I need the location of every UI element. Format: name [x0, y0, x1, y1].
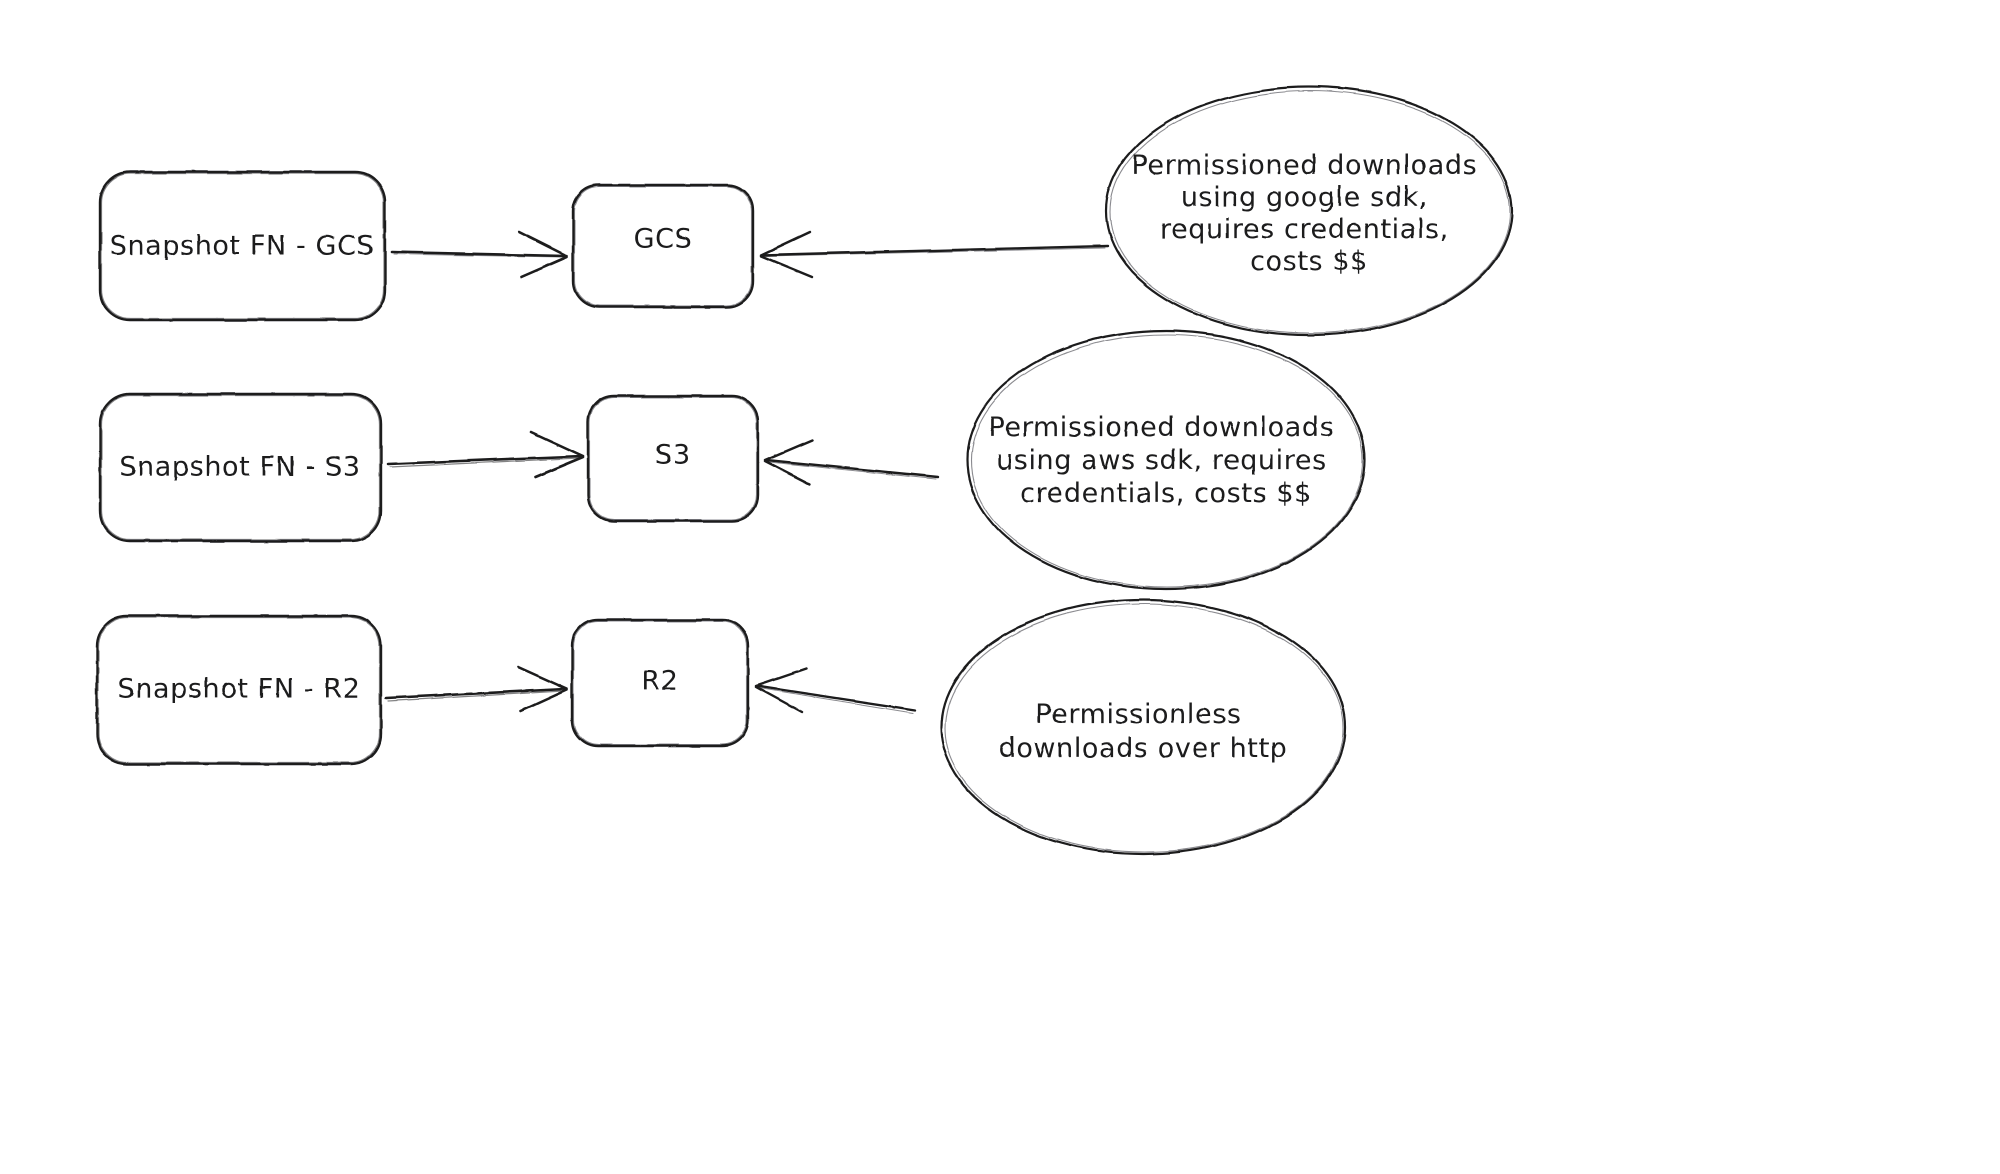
node-r2[interactable]: R2: [570, 618, 750, 748]
node-snapshot-fn-gcs[interactable]: Snapshot FN - GCS: [98, 170, 387, 322]
node-snapshot-fn-gcs-outline: [98, 170, 387, 322]
annotation-r2-note[interactable]: Permissionless downloads over http: [939, 598, 1347, 856]
node-snapshot-fn-r2-outline: [95, 614, 383, 766]
node-snapshot-fn-gcs-fill: [100, 172, 385, 320]
annotation-gcs-note-line-2: using google sdk,: [1181, 182, 1428, 213]
node-r2-label: R2: [641, 666, 678, 697]
node-s3-outline: [586, 394, 760, 523]
node-s3[interactable]: S3: [586, 394, 760, 523]
node-gcs-label: GCS: [634, 224, 693, 255]
edge-snapshot-r2-to-r2: [384, 665, 569, 713]
annotation-s3-note-line-2: using aws sdk, requires: [996, 445, 1327, 476]
edge-s3-note-to-s3: [763, 438, 940, 486]
node-r2-outline: [570, 618, 750, 748]
node-snapshot-fn-s3[interactable]: Snapshot FN - S3: [98, 392, 383, 543]
annotation-r2-note-outline: [939, 598, 1347, 856]
node-s3-label: S3: [655, 440, 691, 471]
annotation-r2-note-text: Permissionless downloads over http: [999, 699, 1288, 764]
annotation-gcs-note[interactable]: Permissioned downloads using google sdk,…: [1104, 85, 1514, 337]
node-gcs-fill: [573, 185, 753, 307]
edge-snapshot-gcs-to-gcs: [390, 230, 569, 279]
annotation-s3-note-outline: [965, 329, 1367, 591]
annotation-s3-note[interactable]: Permissioned downloads using aws sdk, re…: [965, 329, 1367, 591]
node-gcs-outline: [571, 183, 755, 309]
edge-snapshot-s3-to-s3: [386, 430, 585, 479]
annotation-s3-note-line-3: credentials, costs $$: [1020, 478, 1312, 509]
annotation-gcs-note-fill: [1106, 87, 1512, 335]
node-snapshot-fn-s3-outline: [98, 392, 383, 543]
edge-r2-note-to-r2: [754, 667, 917, 714]
annotation-s3-note-text: Permissioned downloads using aws sdk, re…: [989, 412, 1344, 509]
annotation-s3-note-line-1: Permissioned downloads: [989, 412, 1335, 443]
node-snapshot-fn-s3-label: Snapshot FN - S3: [119, 452, 360, 483]
node-snapshot-fn-gcs-label: Snapshot FN - GCS: [110, 231, 375, 262]
node-snapshot-fn-r2[interactable]: Snapshot FN - R2: [95, 614, 383, 766]
annotation-s3-note-fill: [967, 331, 1365, 589]
node-s3-fill: [588, 396, 758, 521]
edge-gcs-note-to-gcs: [759, 230, 1110, 279]
annotation-r2-note-fill: [941, 600, 1345, 854]
annotation-gcs-note-line-1: Permissioned downloads: [1132, 150, 1478, 181]
annotation-gcs-note-line-4: costs $$: [1250, 246, 1368, 277]
node-snapshot-fn-r2-fill: [97, 616, 381, 764]
annotation-gcs-note-outline: [1104, 85, 1514, 337]
node-gcs[interactable]: GCS: [571, 183, 755, 309]
annotation-r2-note-line-1: Permissionless: [1035, 699, 1241, 730]
annotation-r2-note-line-2: downloads over http: [999, 733, 1288, 764]
node-snapshot-fn-r2-label: Snapshot FN - R2: [118, 674, 361, 705]
annotation-gcs-note-text: Permissioned downloads using google sdk,…: [1132, 150, 1487, 277]
annotation-gcs-note-line-3: requires credentials,: [1160, 214, 1449, 245]
node-r2-fill: [572, 620, 748, 746]
node-snapshot-fn-s3-fill: [100, 394, 381, 541]
